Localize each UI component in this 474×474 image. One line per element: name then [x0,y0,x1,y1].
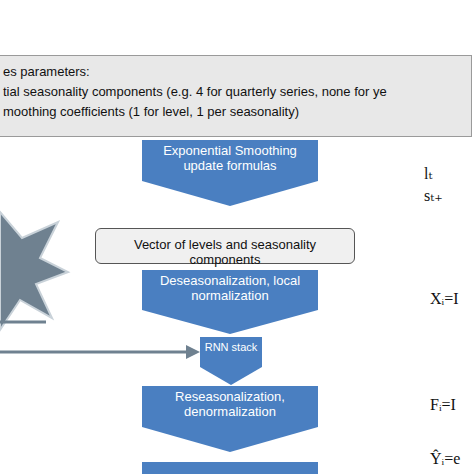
arrow-outline [142,140,318,206]
step-text: Exponential Smoothing update formulas [146,143,314,173]
arrow-outline [200,337,262,385]
next-step-arrow [142,462,318,474]
parameter-line: moothing coefficients (1 for level, 1 pe… [3,102,467,122]
burst-symbol [0,212,68,330]
step-text: RNN stack [204,340,258,355]
process-arrow: Exponential Smoothing update formulas [142,140,318,206]
parameter-box: es parameters:tial seasonality component… [0,55,472,137]
process-arrow: Reseasonalization, denormalization [142,386,318,452]
formula-fragment: Xᵢ=I [430,290,459,308]
formula-fragment: Ŷᵢ=e [430,450,460,468]
state-vector-box: Vector of levels and seasonality compone… [95,228,355,264]
box-heading: es parameters: [3,62,467,82]
input-arrow-line [0,351,188,354]
rnn-stack-arrow: RNN stack [200,337,262,385]
formula-fragment: Fᵢ=I [430,396,456,414]
step-text: Vector of levels and seasonality compone… [100,237,350,267]
process-arrow: Deseasonalization, local normalization [142,270,318,334]
leader-line [0,321,46,324]
parameter-line: tial seasonality components (e.g. 4 for … [3,82,467,102]
step-text: Reseasonalization, denormalization [146,389,314,419]
formula-fragment: sₜ₊ [424,186,443,205]
formula-fragment: lₜ [424,164,432,183]
input-arrow-head [186,345,200,359]
arrow-outline [142,270,318,334]
arrow-outline [142,386,318,452]
step-text: Deseasonalization, local normalization [146,273,314,303]
